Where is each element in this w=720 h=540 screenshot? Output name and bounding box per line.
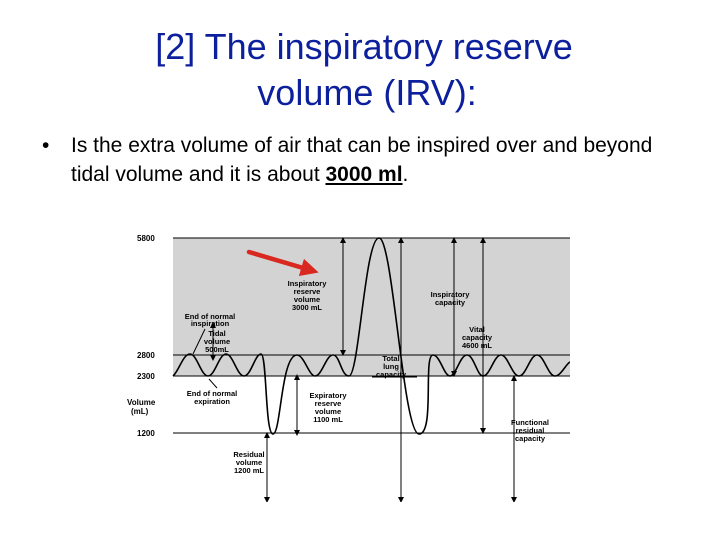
- end-normal-inspiration-label: End of normal inspiration: [185, 312, 235, 328]
- svg-text:4600 mL: 4600 mL: [462, 341, 492, 350]
- bullet-value: 3000 ml: [325, 163, 403, 186]
- functional-residual-capacity-label: Functional residual capacity: [511, 418, 549, 443]
- svg-text:Residual: Residual: [233, 450, 264, 459]
- bullet-item: • Is the extra volume of air that can be…: [42, 131, 682, 189]
- bullet-symbol: •: [42, 134, 50, 157]
- slide-title: [2] The inspiratory reserve volume (IRV)…: [0, 24, 720, 116]
- svg-text:1200 mL: 1200 mL: [234, 466, 264, 475]
- svg-text:Functional: Functional: [511, 418, 549, 427]
- upper-zone: [173, 238, 570, 376]
- svg-text:reserve: reserve: [294, 287, 321, 296]
- expiratory-reserve-volume-label: Expiratory reserve volume 1100 mL: [309, 391, 347, 424]
- inspiratory-capacity-label: Inspiratory capacity: [431, 290, 471, 307]
- y-axis-label-2: (mL): [131, 407, 149, 416]
- y-tick-2300: 2300: [137, 372, 155, 381]
- bullet-end: .: [402, 163, 409, 186]
- end-inspiration-pointer: [192, 328, 206, 355]
- inspiratory-reserve-volume-label: Inspiratory reserve volume 3000 mL: [288, 279, 328, 312]
- bullet-text-block: Is the extra volume of air that can be i…: [71, 131, 682, 189]
- y-tick-1200: 1200: [137, 429, 155, 438]
- svg-text:residual: residual: [516, 426, 545, 435]
- svg-text:End of normal: End of normal: [187, 389, 237, 398]
- svg-text:Inspiratory: Inspiratory: [431, 290, 471, 299]
- svg-text:volume: volume: [204, 337, 230, 346]
- svg-text:capacity: capacity: [462, 333, 493, 342]
- svg-text:capacity: capacity: [515, 434, 546, 443]
- vital-capacity-label: Vital capacity 4600 mL: [462, 325, 493, 350]
- lung-volumes-diagram: 5800 2800 2300 1200 Volume (mL) Inspirat…: [127, 234, 570, 502]
- svg-text:inspiration: inspiration: [191, 319, 230, 328]
- svg-text:expiration: expiration: [194, 397, 230, 406]
- svg-text:volume: volume: [236, 458, 262, 467]
- svg-text:volume: volume: [315, 407, 341, 416]
- lower-zone: [173, 376, 570, 502]
- svg-text:volume: volume: [294, 295, 320, 304]
- bullet-text: Is the extra volume of air that can be i…: [71, 134, 653, 186]
- svg-text:reserve: reserve: [315, 399, 342, 408]
- tidal-volume-label: Tidal volume 500mL: [204, 329, 230, 354]
- svg-text:capacity: capacity: [376, 370, 407, 379]
- svg-text:Total: Total: [382, 354, 399, 363]
- residual-volume-label: Residual volume 1200 mL: [233, 450, 264, 475]
- y-tick-2800: 2800: [137, 351, 155, 360]
- end-normal-expiration-label: End of normal expiration: [187, 389, 237, 406]
- volume-trace: [172, 237, 570, 435]
- y-axis-label-1: Volume: [127, 398, 156, 407]
- svg-text:lung: lung: [383, 362, 399, 371]
- svg-text:Vital: Vital: [469, 325, 485, 334]
- title-line-1: [2] The inspiratory reserve: [155, 26, 573, 67]
- total-lung-capacity-label: Total lung capacity: [376, 354, 407, 379]
- svg-text:500mL: 500mL: [205, 345, 229, 354]
- svg-text:Tidal: Tidal: [208, 329, 225, 338]
- svg-text:End of normal: End of normal: [185, 312, 235, 321]
- end-expiration-pointer: [208, 378, 218, 389]
- svg-text:1100 mL: 1100 mL: [313, 415, 343, 424]
- title-line-2: volume (IRV):: [257, 72, 477, 113]
- y-tick-5800: 5800: [137, 234, 155, 243]
- svg-text:Inspiratory: Inspiratory: [288, 279, 328, 288]
- svg-text:3000 mL: 3000 mL: [292, 303, 322, 312]
- red-pointer-arrow: [246, 249, 319, 277]
- svg-text:capacity: capacity: [435, 298, 466, 307]
- svg-text:Expiratory: Expiratory: [309, 391, 347, 400]
